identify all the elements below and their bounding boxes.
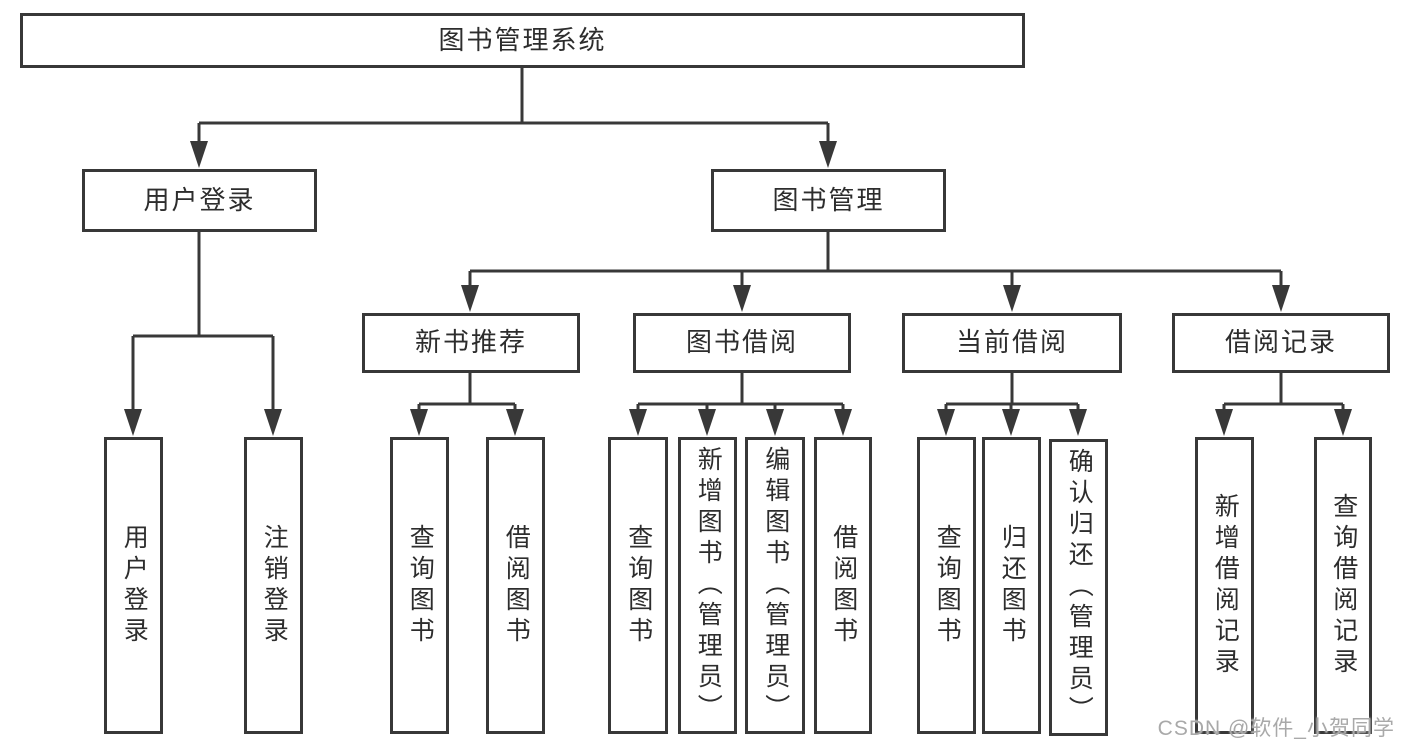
leaf-borrow-book-1-label: 借阅图书 [502,523,531,648]
leaf-edit-book-label: 编辑图书（管理员） [761,446,790,725]
node-book-borrow: 图书借阅 [633,313,851,373]
node-root-label: 图书管理系统 [438,24,607,55]
leaf-query-book-3-label: 查询图书 [933,523,962,648]
leaf-borrow-book-2-label: 借阅图书 [829,523,858,648]
leaf-add-book-label: 新增图书（管理员） [694,446,723,725]
leaf-user-login: 用户登录 [104,437,163,734]
node-book-mgmt-label: 图书管理 [772,184,885,215]
node-book-mgmt: 图书管理 [711,169,946,232]
node-user-login: 用户登录 [82,169,317,232]
node-current-borrow-label: 当前借阅 [955,327,1068,358]
leaf-add-borrow-record: 新增借阅记录 [1195,437,1254,734]
leaf-borrow-book-1: 借阅图书 [486,437,545,734]
leaf-add-book: 新增图书（管理员） [678,437,737,734]
leaf-confirm-return-label: 确认归还（管理员） [1065,448,1094,727]
leaf-query-book-2: 查询图书 [608,437,668,734]
leaf-logout-label: 注销登录 [260,523,289,648]
node-book-borrow-label: 图书借阅 [685,327,798,358]
leaf-edit-book: 编辑图书（管理员） [745,437,805,734]
node-borrow-record-label: 借阅记录 [1224,327,1337,358]
leaf-query-book-2-label: 查询图书 [624,523,653,648]
leaf-query-book-1-label: 查询图书 [406,523,435,648]
leaf-return-book: 归还图书 [982,437,1041,734]
leaf-query-book-1: 查询图书 [390,437,449,734]
node-current-borrow: 当前借阅 [902,313,1122,373]
node-root: 图书管理系统 [20,13,1025,68]
leaf-query-borrow-record-label: 查询借阅记录 [1329,492,1358,679]
leaf-return-book-label: 归还图书 [998,523,1027,648]
node-user-login-label: 用户登录 [143,184,256,215]
node-new-book-rec: 新书推荐 [362,313,580,373]
node-new-book-rec-label: 新书推荐 [414,327,527,358]
leaf-query-borrow-record: 查询借阅记录 [1314,437,1372,734]
arrowheads [124,141,1352,436]
leaf-confirm-return: 确认归还（管理员） [1049,439,1108,736]
leaf-query-book-3: 查询图书 [917,437,976,734]
leaf-borrow-book-2: 借阅图书 [814,437,872,734]
csdn-watermark: CSDN @软件_小贺同学 [1157,717,1395,740]
leaf-logout: 注销登录 [244,437,303,734]
node-borrow-record: 借阅记录 [1172,313,1390,373]
leaf-add-borrow-record-label: 新增借阅记录 [1211,492,1240,679]
leaf-user-login-label: 用户登录 [120,523,149,648]
